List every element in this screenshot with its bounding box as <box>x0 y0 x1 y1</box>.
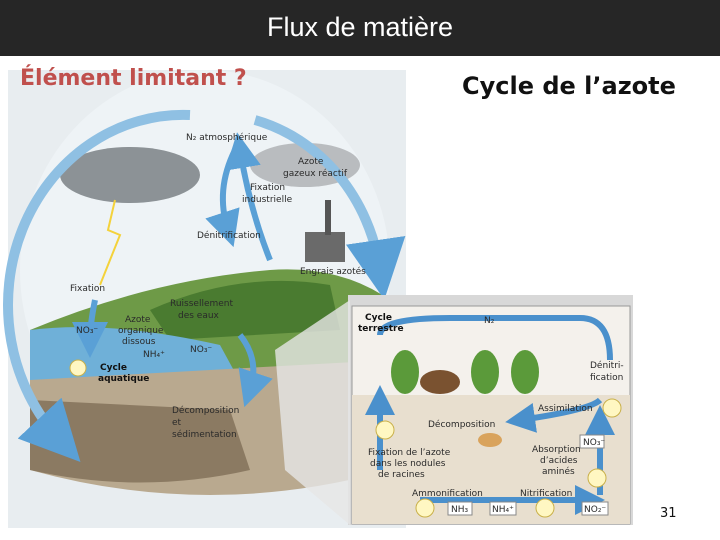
label-azote-organique-3: dissous <box>122 337 156 347</box>
animal-icon <box>420 370 460 394</box>
label-assimilation: Assimilation <box>538 404 593 414</box>
label-azote-gazeux-2: gazeux réactif <box>283 168 348 179</box>
label-cycle-terrestre: Cycle <box>365 313 392 323</box>
bacteria-icon <box>588 469 606 487</box>
label-n2: N₂ <box>484 316 495 326</box>
label-decomposition: Décomposition <box>172 405 239 416</box>
label-cycle-aquatique: Cycle <box>100 363 127 373</box>
bacteria-icon <box>416 499 434 517</box>
label-denitrification: Dénitrification <box>197 230 261 241</box>
label-fixation-industrielle: Fixation <box>250 183 285 193</box>
label-nh3: NH₃ <box>451 505 469 515</box>
plant-icon <box>471 350 499 394</box>
label-cycle-aquatique-2: aquatique <box>98 374 149 384</box>
label-no3-inset: NO₃⁻ <box>583 438 605 448</box>
label-engrais: Engrais azotés <box>300 266 366 277</box>
factory-chimney <box>325 200 331 235</box>
label-azote-organique-2: organique <box>118 326 164 336</box>
label-no3-mid: NO₃⁻ <box>190 345 212 355</box>
label-decomposition-2: et <box>172 418 182 428</box>
label-no2: NO₂⁻ <box>584 505 606 515</box>
mushroom-icon <box>478 433 502 447</box>
label-decomposition-inset: Décomposition <box>428 419 495 430</box>
bacteria-icon <box>376 421 394 439</box>
label-fixation-inset: Fixation de l’azote <box>368 448 451 458</box>
label-ammonification: Ammonification <box>412 489 483 499</box>
limiting-element-title: Élément limitant ? <box>20 66 247 91</box>
nitrogen-cycle-title: Cycle de l’azote <box>462 72 676 100</box>
label-denitrification-inset: Dénitri- <box>590 360 624 371</box>
label-azote-gazeux: Azote <box>298 157 324 167</box>
plant-icon <box>511 350 539 394</box>
label-n2-atmo: N₂ atmosphérique <box>186 132 268 143</box>
label-absorption-3: aminés <box>542 466 575 477</box>
label-fixation-industrielle-2: industrielle <box>242 195 293 205</box>
label-absorption-2: d’acides <box>540 456 578 466</box>
label-denitrification-inset-2: fication <box>590 373 623 383</box>
label-cycle-terrestre-2: terrestre <box>358 324 404 334</box>
label-no3-left: NO₃⁻ <box>76 326 98 336</box>
label-ruissellement: Ruissellement <box>170 299 234 309</box>
label-fixation-inset-3: de racines <box>378 470 425 480</box>
bacteria-icon <box>603 399 621 417</box>
label-nh4: NH₄⁺ <box>492 505 514 515</box>
factory-icon <box>305 232 345 262</box>
page-number: 31 <box>660 506 677 521</box>
label-decomposition-3: sédimentation <box>172 429 237 440</box>
label-fixation: Fixation <box>70 284 105 294</box>
label-nh4-left: NH₄⁺ <box>143 350 165 360</box>
bacteria-icon <box>70 360 86 376</box>
label-azote-organique: Azote <box>125 315 151 325</box>
label-absorption: Absorption <box>532 445 581 455</box>
bacteria-icon <box>536 499 554 517</box>
label-fixation-inset-2: dans les nodules <box>370 459 446 469</box>
label-ruissellement-2: des eaux <box>178 311 220 321</box>
label-nitrification: Nitrification <box>520 489 572 499</box>
plant-icon <box>391 350 419 394</box>
